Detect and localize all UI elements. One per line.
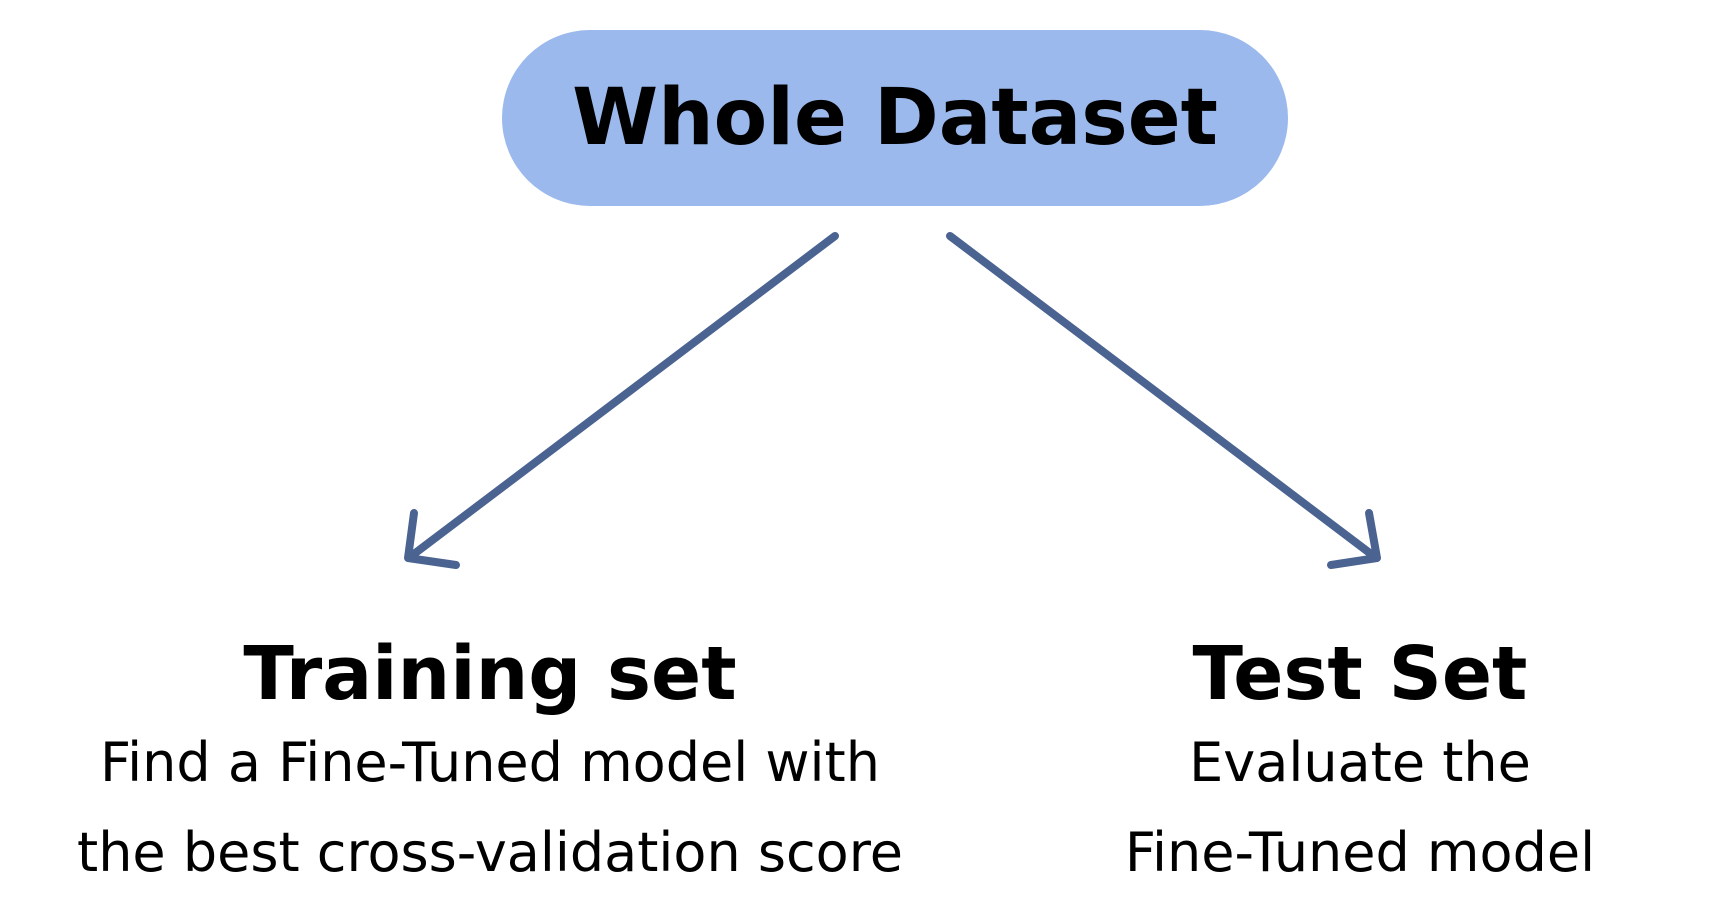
arrow-shaft-left bbox=[406, 232, 839, 561]
arrow-head-left bbox=[404, 509, 460, 569]
branch-desc-line-1: Evaluate the bbox=[1189, 731, 1531, 794]
branch-title-test-set: Test Set bbox=[1192, 631, 1528, 717]
branch-test-set: Test Set Evaluate the Fine-Tuned model bbox=[1060, 630, 1660, 898]
arrow-shaft-right bbox=[946, 232, 1379, 561]
branch-training-set: Training set Find a Fine-Tuned model wit… bbox=[40, 630, 940, 898]
branch-desc-line-2: the best cross-validation score bbox=[77, 821, 903, 884]
branch-desc-line-2: Fine-Tuned model bbox=[1124, 821, 1596, 884]
branch-title-training-set: Training set bbox=[243, 631, 737, 717]
arrow-to-test-set bbox=[946, 232, 1381, 569]
branch-desc-line-1: Find a Fine-Tuned model with bbox=[100, 731, 880, 794]
arrow-to-training-set bbox=[404, 232, 839, 569]
root-node-whole-dataset: Whole Dataset bbox=[502, 30, 1288, 206]
root-node-label: Whole Dataset bbox=[572, 73, 1218, 163]
arrow-head-right bbox=[1327, 509, 1381, 569]
